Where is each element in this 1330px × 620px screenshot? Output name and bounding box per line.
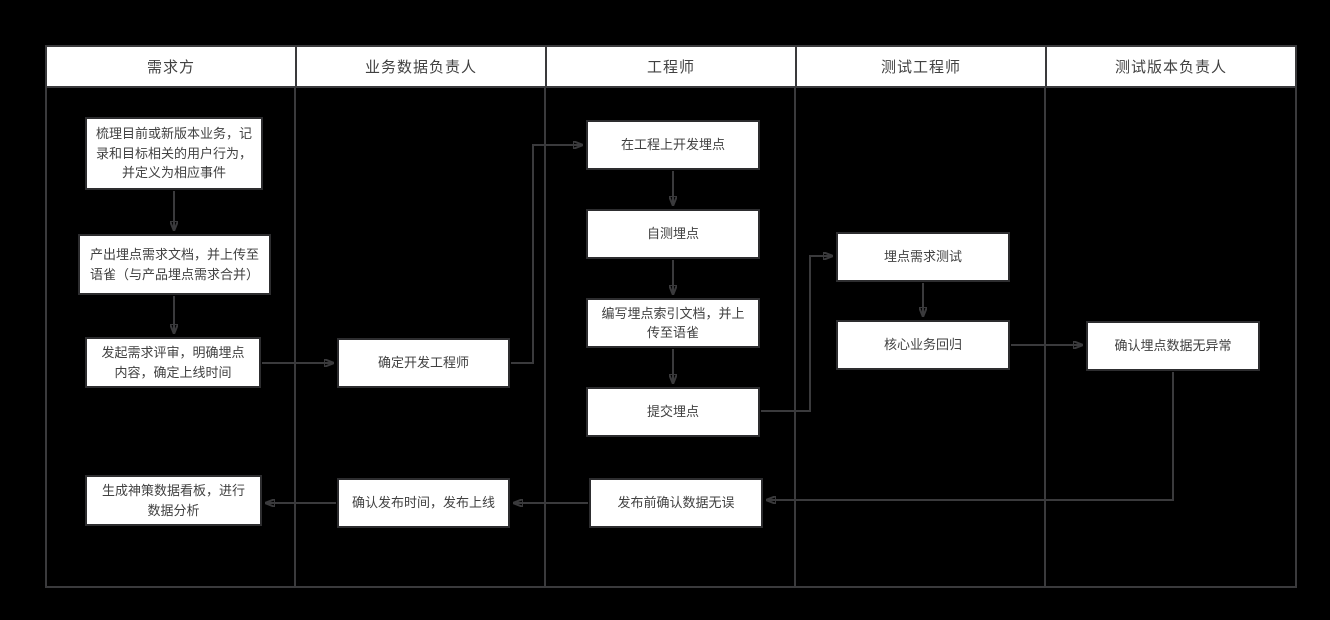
node-self-test: 自测埋点 bbox=[586, 209, 760, 259]
lane-header-business-data-owner: 业务数据负责人 bbox=[295, 47, 545, 86]
node-confirm-data: 发布前确认数据无误 bbox=[589, 478, 763, 528]
lane-divider bbox=[294, 88, 296, 587]
node-confirm-release: 确认发布时间，发布上线 bbox=[337, 478, 510, 528]
lane-header-row: 需求方 业务数据负责人 工程师 测试工程师 测试版本负责人 bbox=[45, 45, 1297, 88]
node-write-index-doc: 编写埋点索引文档，并上传至语雀 bbox=[586, 298, 760, 348]
lane-header-requester: 需求方 bbox=[146, 59, 195, 76]
node-assign-engineer: 确定开发工程师 bbox=[337, 338, 510, 388]
node-requirement-test: 埋点需求测试 bbox=[836, 232, 1010, 282]
lane-header-engineer: 工程师 bbox=[545, 47, 795, 86]
node-dashboard: 生成神策数据看板，进行数据分析 bbox=[85, 475, 262, 526]
lane-header-test-engineer: 测试工程师 bbox=[795, 47, 1045, 86]
lane-header-test-version-owner: 测试版本负责人 bbox=[1045, 47, 1295, 86]
node-submit-tracking: 提交埋点 bbox=[586, 387, 760, 437]
node-output-doc: 产出埋点需求文档，并上传至语雀（与产品埋点需求合并） bbox=[78, 234, 271, 295]
node-no-anomaly: 确认埋点数据无异常 bbox=[1086, 321, 1260, 371]
node-core-regression: 核心业务回归 bbox=[836, 320, 1010, 370]
node-sort-business: 梳理目前或新版本业务，记录和目标相关的用户行为，并定义为相应事件 bbox=[85, 117, 263, 190]
lane-divider bbox=[544, 88, 546, 587]
node-develop-tracking: 在工程上开发埋点 bbox=[586, 120, 760, 170]
lane-divider bbox=[1044, 88, 1046, 587]
node-review: 发起需求评审，明确埋点内容，确定上线时间 bbox=[85, 337, 261, 388]
lane-divider bbox=[794, 88, 796, 587]
